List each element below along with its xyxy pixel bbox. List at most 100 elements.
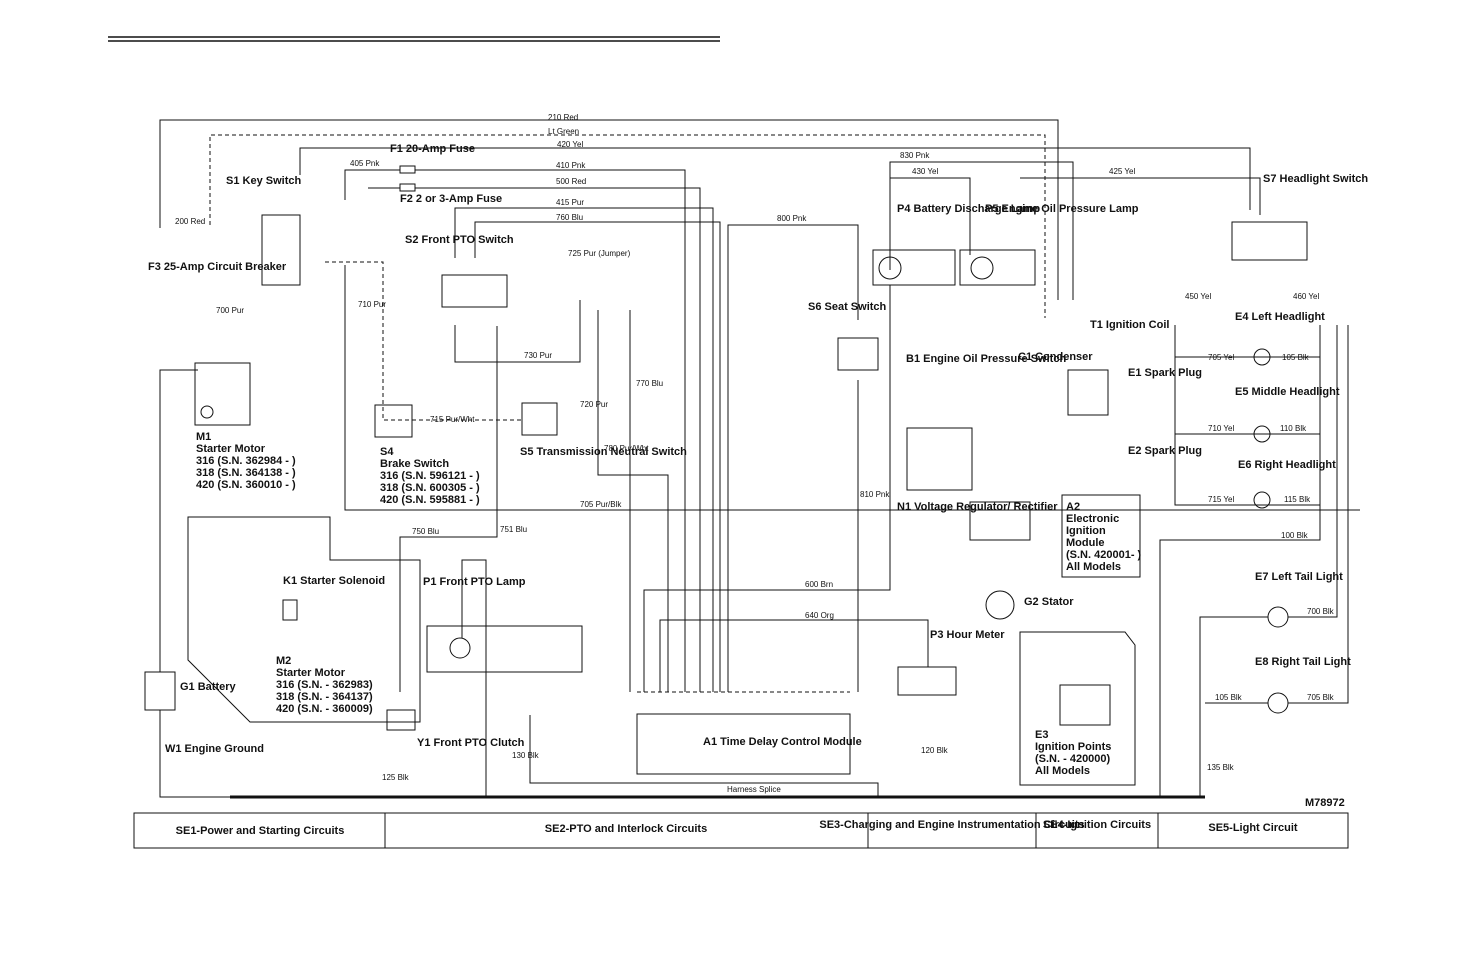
oil-pressure-switch-body [906,427,973,491]
wire-label: 405 Pnk [350,159,380,168]
wire-751-blu [461,559,487,797]
regulator-body [969,501,1031,541]
wire-label: 715 Pur/Wht [430,415,475,424]
wire-750-blu [399,326,498,692]
ignition-module-id: A2 [1066,501,1080,513]
ignition-points-sn: (S.N. - 420000) [1035,753,1111,765]
time-delay-module-body [636,713,851,775]
discharge-lamp-label: P4 Battery Discharge Lamp [897,203,1040,215]
wire-730-pur [454,300,581,363]
hour-meter-body [897,666,957,696]
condenser-label: C1 Condenser [1018,351,1093,363]
engine-ground-label: W1 Engine Ground [165,743,264,755]
fuse-f2-label: F2 2 or 3-Amp Fuse [400,193,502,205]
wire-label: 720 Pur [580,400,608,409]
neutral-switch-body [521,402,558,436]
battery-body [144,671,176,711]
ignition-points-symbol [1059,684,1111,726]
left-headlight-label: E4 Left Headlight [1235,311,1325,323]
starter-motor-m2-sn3: 420 (S.N. - 360009) [276,703,373,715]
wire-label: 730 Pur [524,351,552,360]
wire-label: 725 Pur (Jumper) [568,249,631,258]
starter-solenoid-coil [282,599,298,621]
ignition-coil-body [1067,369,1109,416]
wire-label: 600 Brn [805,580,833,589]
wire-label: 640 Org [805,611,834,620]
pto-clutch-coil [386,709,416,731]
wire-label: 715 Yel [1208,495,1234,504]
wire-label: 710 Yel [1208,424,1234,433]
wire-label: 810 Pnk [860,490,890,499]
wire-label: 130 Blk [512,751,540,760]
wire-label: 500 Red [556,177,586,186]
headlight-switch-body [1231,221,1308,261]
right-headlight-bulb [1253,491,1271,509]
ignition-coil-label: T1 Ignition Coil [1090,319,1169,331]
left-tail-light-label: E7 Left Tail Light [1255,571,1343,583]
spark-plug-e2-label: E2 Spark Plug [1128,445,1202,457]
ignition-points-id: E3 [1035,729,1048,741]
time-delay-module-label: A1 Time Delay Control Module [703,736,862,748]
ignition-module-line3: Module [1066,537,1105,549]
section-se1: SE1-Power and Starting Circuits [176,825,345,837]
pto-lamp-label: P1 Front PTO Lamp [423,576,526,588]
wire-label: 700 Pur [216,306,244,315]
wire-label: 105 Blk [1215,693,1243,702]
wire-label: 780 Pur/Wht [604,444,649,453]
wire-label: 770 Blu [636,379,663,388]
section-se3: SE3-Charging and Engine Instrumentation … [819,819,1084,831]
right-tail-light-bulb [1267,692,1289,714]
wire-600-brn [643,285,891,692]
wire-640-org [659,619,929,692]
wire-label: 700 Blk [1307,607,1335,616]
wire-label: 210 Red [548,113,578,122]
wire-label: 115 Blk [1284,495,1311,504]
wire-label: 125 Blk [382,773,410,782]
wire-label: 705 Pur/Blk [580,500,622,509]
wire-label: 830 Pnk [900,151,930,160]
wire-label: 751 Blu [500,525,527,534]
starter-motor-m2-name: Starter Motor [276,667,346,679]
wire-label: 460 Yel [1293,292,1319,301]
section-se2: SE2-PTO and Interlock Circuits [545,823,707,835]
pto-lamp-bulb [449,637,471,659]
oil-pressure-lamp-bulb [970,256,994,280]
wire-label: 135 Blk [1207,763,1235,772]
stator-label: G2 Stator [1024,596,1074,608]
fuse-f1 [399,165,416,174]
wire-label: 750 Blu [412,527,439,536]
starter-solenoid-label: K1 Starter Solenoid [283,575,385,587]
hour-meter-label: P3 Hour Meter [930,629,1005,641]
discharge-lamp-bulb [878,256,902,280]
left-headlight-bulb [1253,348,1271,366]
left-tail-light-bulb [1267,606,1289,628]
ignition-points-inset [1019,631,1136,786]
brake-switch-id: S4 [380,446,394,458]
ignition-module-line1: Electronic [1066,513,1119,525]
starter-motor-m1-id: M1 [196,431,211,443]
neutral-switch-label: S5 Transmission Neutral Switch [520,446,687,458]
right-headlight-label: E6 Right Headlight [1238,459,1336,471]
pto-clutch-label: Y1 Front PTO Clutch [417,737,525,749]
headlight-switch-label: S7 Headlight Switch [1263,173,1368,185]
ignition-module-line5: All Models [1066,561,1121,573]
top-harness [159,119,1261,692]
fuse-f2 [399,183,416,192]
regulator-label: N1 Voltage Regulator/ Rectifier [897,501,1058,513]
starter-motor-m1-sn2: 318 (S.N. 364138 - ) [196,467,296,479]
headlight-loop [1174,325,1321,506]
wire-label: 430 Yel [912,167,938,176]
pto-lamp-body [426,625,583,673]
pto-switch-label: S2 Front PTO Switch [405,234,514,246]
wire-label: 105 Blk [1282,353,1310,362]
wire-label: 200 Red [175,217,205,226]
starter-motor-m2-sn1: 316 (S.N. - 362983) [276,679,373,691]
seat-switch-label: S6 Seat Switch [808,301,887,313]
middle-headlight-bulb [1253,425,1271,443]
ignition-module-line2: Ignition [1066,525,1106,537]
wire-label: 415 Pur [556,198,584,207]
wire-label: 110 Blk [1280,424,1307,433]
wire-label: 705 Yel [1208,353,1234,362]
wire-label: 710 Pur [358,300,386,309]
